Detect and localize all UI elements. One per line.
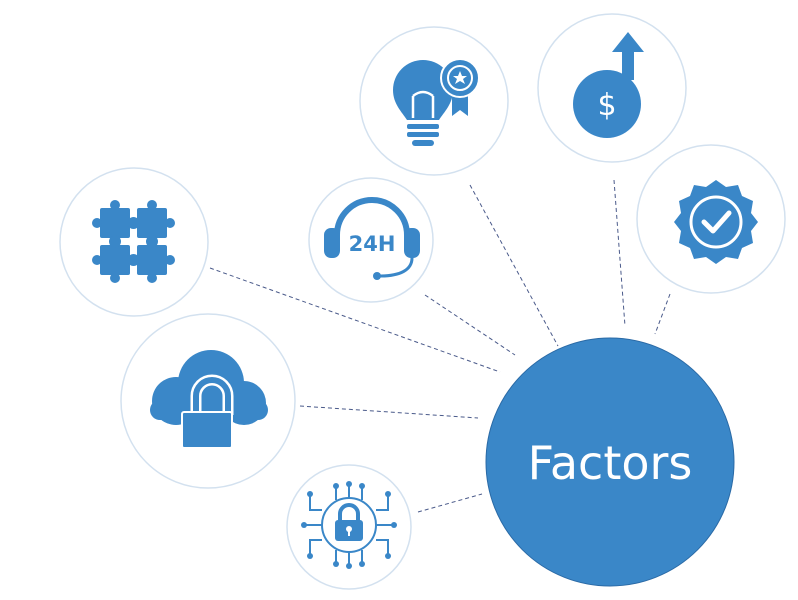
factors-hub xyxy=(485,337,735,587)
connector-circuit-lock xyxy=(417,493,483,513)
connector-cloud-lock xyxy=(299,405,479,419)
headset-24h-icon: 24H xyxy=(324,197,420,280)
support-24h-label: 24H xyxy=(349,232,396,256)
connector-idea-award xyxy=(469,184,559,347)
connector-verified xyxy=(654,293,671,335)
lightbulb-award-icon xyxy=(393,58,480,146)
connector-dollar-growth xyxy=(613,179,626,327)
puzzle-icon xyxy=(92,200,175,283)
dollar-up-arrow-icon: $ xyxy=(573,32,644,138)
factors-hub-label: Factors xyxy=(528,436,693,490)
connector-puzzle xyxy=(209,267,501,373)
circuit-lock-icon xyxy=(301,481,397,569)
verified-badge-icon xyxy=(674,180,758,264)
puzzle-node xyxy=(59,167,209,317)
cloud-lock-icon xyxy=(150,350,268,449)
connector-support-24h xyxy=(424,294,516,356)
connector-lines xyxy=(209,179,671,513)
dollar-label: $ xyxy=(597,88,616,123)
